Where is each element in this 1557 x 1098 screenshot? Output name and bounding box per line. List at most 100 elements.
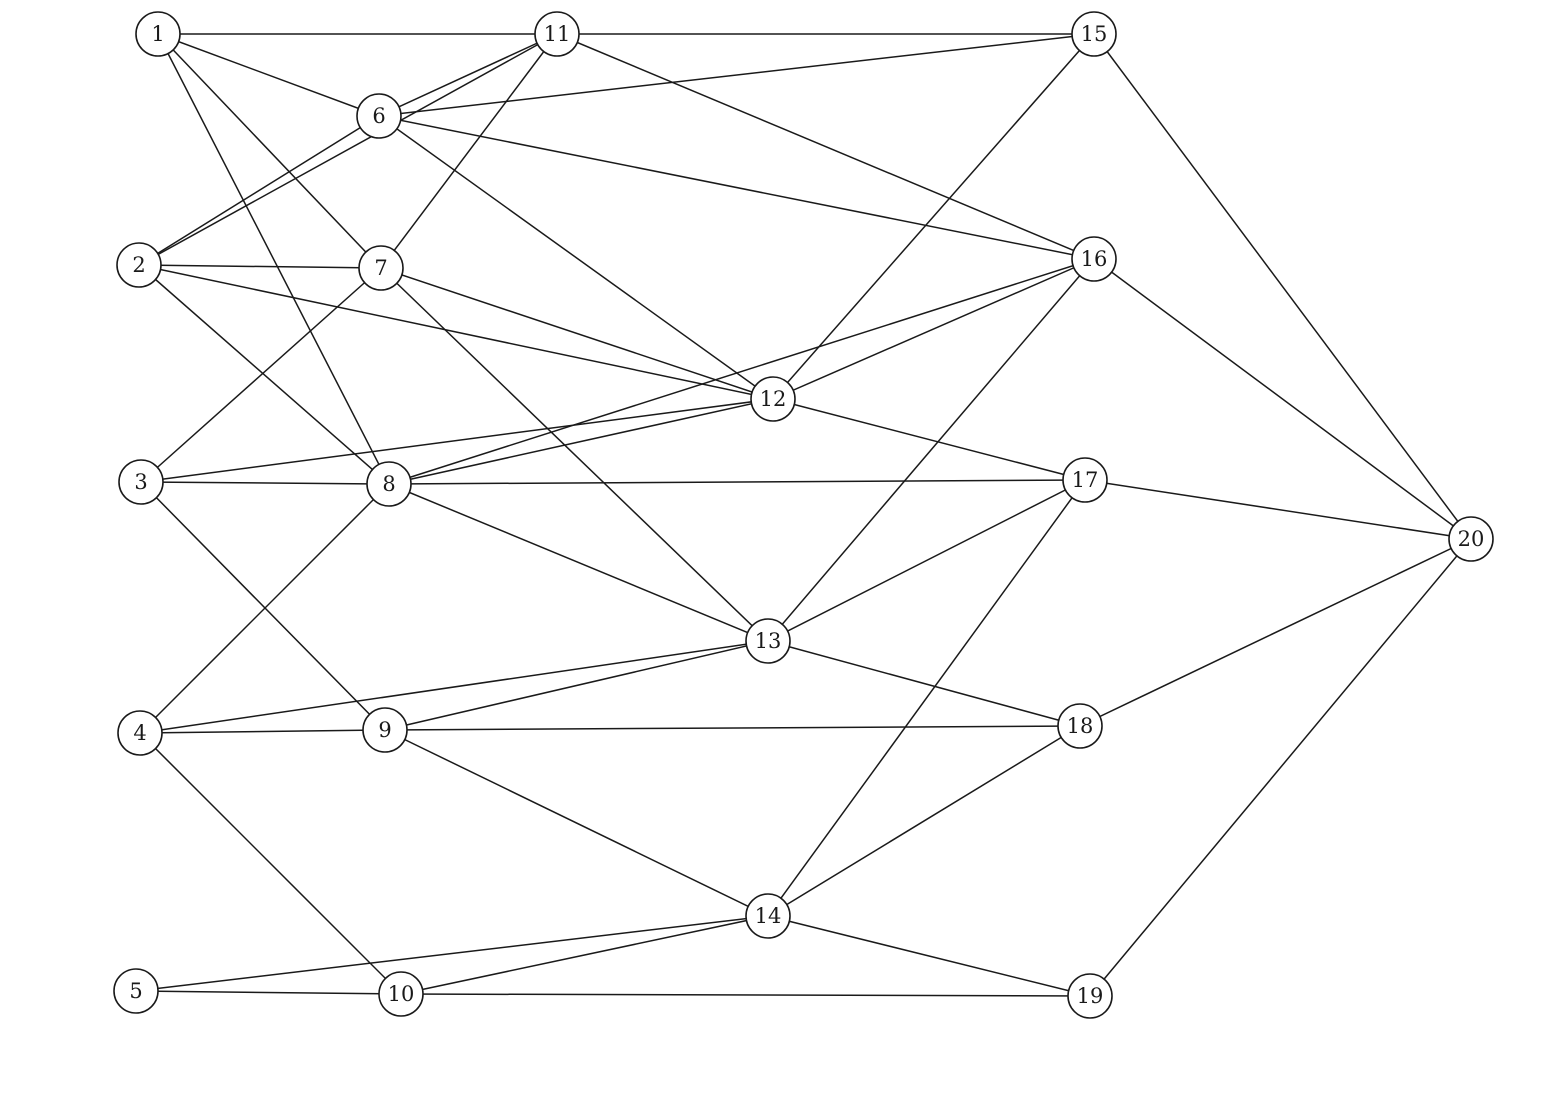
node-circle	[116, 242, 162, 288]
node-circle	[113, 968, 159, 1014]
node-circle	[117, 710, 163, 756]
node-circle	[745, 618, 791, 664]
edge-2-11	[138, 33, 558, 266]
node-label: 14	[755, 904, 782, 928]
node-label: 20	[1458, 527, 1485, 551]
edge-1-6	[157, 33, 380, 117]
node-circle	[358, 245, 404, 291]
edge-16-20	[1093, 258, 1472, 540]
node-label: 12	[760, 387, 787, 411]
node-label: 7	[374, 256, 387, 280]
node-circle	[1062, 457, 1108, 503]
edge-8-16	[388, 258, 1095, 485]
node-label: 5	[129, 979, 142, 1003]
edge-7-13	[380, 267, 769, 642]
node-circle	[534, 11, 580, 57]
edge-4-8	[139, 483, 390, 734]
node-7: 7	[358, 245, 404, 291]
node-17: 17	[1062, 457, 1108, 503]
edge-11-16	[556, 33, 1095, 260]
edge-13-17	[767, 479, 1086, 642]
node-10: 10	[378, 971, 424, 1017]
edge-8-17	[388, 479, 1086, 485]
edge-3-12	[140, 398, 774, 483]
edge-6-11	[378, 33, 558, 117]
node-15: 15	[1071, 11, 1117, 57]
edge-12-17	[772, 398, 1086, 481]
node-9: 9	[362, 707, 408, 753]
edge-12-16	[772, 258, 1095, 400]
edge-3-7	[140, 267, 382, 483]
node-label: 13	[755, 629, 782, 653]
node-16: 16	[1071, 236, 1117, 282]
node-label: 2	[132, 253, 145, 277]
edge-9-13	[384, 640, 769, 731]
node-11: 11	[534, 11, 580, 57]
edge-7-12	[380, 267, 774, 400]
edge-18-20	[1079, 538, 1472, 727]
node-circle	[135, 11, 181, 57]
edge-4-10	[139, 732, 402, 995]
edge-2-7	[138, 264, 382, 269]
node-circle	[378, 971, 424, 1017]
node-1: 1	[135, 11, 181, 57]
node-label: 4	[133, 721, 146, 745]
node-circle	[118, 459, 164, 505]
node-circle	[1071, 11, 1117, 57]
edge-19-20	[1089, 538, 1472, 997]
edge-14-19	[767, 915, 1091, 997]
edge-17-20	[1084, 479, 1472, 540]
node-label: 16	[1081, 247, 1108, 271]
node-18: 18	[1057, 703, 1103, 749]
node-label: 19	[1077, 984, 1104, 1008]
edge-8-13	[388, 483, 769, 642]
node-label: 9	[378, 718, 391, 742]
edge-3-9	[140, 481, 386, 731]
edge-1-8	[157, 33, 390, 485]
edge-5-14	[135, 915, 769, 992]
node-label: 11	[544, 22, 571, 46]
edge-10-19	[400, 993, 1091, 997]
node-circle	[1071, 236, 1117, 282]
node-label: 3	[134, 470, 147, 494]
edge-2-6	[138, 115, 380, 266]
edge-4-13	[139, 640, 769, 734]
edge-15-20	[1093, 33, 1472, 540]
node-circle	[356, 93, 402, 139]
edge-8-12	[388, 398, 774, 485]
node-circle	[1067, 973, 1113, 1019]
edge-2-12	[138, 264, 774, 400]
edge-10-14	[400, 915, 769, 995]
edge-14-17	[767, 479, 1086, 917]
node-circle	[750, 376, 796, 422]
node-label: 18	[1067, 714, 1094, 738]
edge-14-18	[767, 725, 1081, 917]
edge-6-12	[378, 115, 774, 400]
node-3: 3	[118, 459, 164, 505]
node-circle	[366, 461, 412, 507]
edge-1-7	[157, 33, 382, 269]
edges-layer	[135, 33, 1472, 997]
node-12: 12	[750, 376, 796, 422]
edge-13-16	[767, 258, 1095, 642]
node-14: 14	[745, 893, 791, 939]
edge-9-14	[384, 729, 769, 917]
node-circle	[1057, 703, 1103, 749]
node-2: 2	[116, 242, 162, 288]
node-label: 17	[1072, 468, 1099, 492]
edge-4-9	[139, 729, 386, 734]
node-8: 8	[366, 461, 412, 507]
edge-12-15	[772, 33, 1095, 400]
edge-2-8	[138, 264, 390, 485]
node-5: 5	[113, 968, 159, 1014]
edge-7-11	[380, 33, 558, 269]
node-label: 10	[388, 982, 415, 1006]
node-19: 19	[1067, 973, 1113, 1019]
node-label: 15	[1081, 22, 1108, 46]
node-13: 13	[745, 618, 791, 664]
node-6: 6	[356, 93, 402, 139]
node-20: 20	[1448, 516, 1494, 562]
edge-13-18	[767, 640, 1081, 727]
